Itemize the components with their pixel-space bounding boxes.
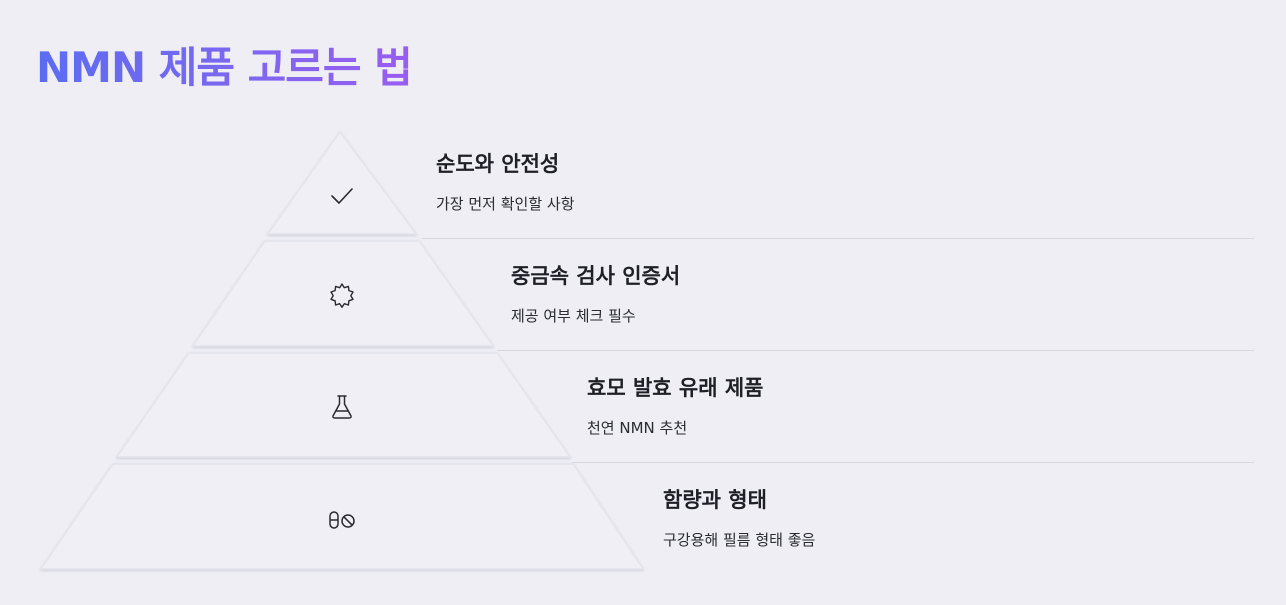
level-3-heading: 효모 발효 유래 제품 <box>587 376 764 400</box>
level-4-subtext: 구강용해 필름 형태 좋음 <box>663 531 816 549</box>
pyramid-level-3 <box>115 352 572 458</box>
check-icon <box>328 182 356 210</box>
level-2-text: 중금속 검사 인증서 제공 여부 체크 필수 <box>511 260 680 326</box>
divider-2 <box>497 350 1254 351</box>
level-3-subtext: 천연 NMN 추천 <box>587 419 688 437</box>
level-4-heading: 함량과 형태 <box>663 488 767 512</box>
divider-1 <box>422 238 1254 239</box>
page-title: NMN 제품 고르는 법 <box>36 34 413 95</box>
pills-icon <box>328 506 356 534</box>
level-2-heading: 중금속 검사 인증서 <box>511 264 681 288</box>
level-1-heading: 순도와 안전성 <box>436 152 560 176</box>
level-2-subtext: 제공 여부 체크 필수 <box>511 307 636 325</box>
level-3-text: 효모 발효 유래 제품 천연 NMN 추천 <box>587 372 764 438</box>
pyramid-level-1 <box>266 130 418 235</box>
level-1-subtext: 가장 먼저 확인할 사항 <box>436 195 575 213</box>
level-4-text: 함량과 형태 구강용해 필름 형태 좋음 <box>663 484 815 550</box>
level-1-text: 순도와 안전성 가장 먼저 확인할 사항 <box>436 148 575 214</box>
badge-seal-icon <box>328 281 356 309</box>
pyramid-level-2 <box>191 240 495 347</box>
divider-3 <box>572 462 1254 463</box>
flask-icon <box>328 393 356 421</box>
pyramid-level-4 <box>39 463 645 570</box>
